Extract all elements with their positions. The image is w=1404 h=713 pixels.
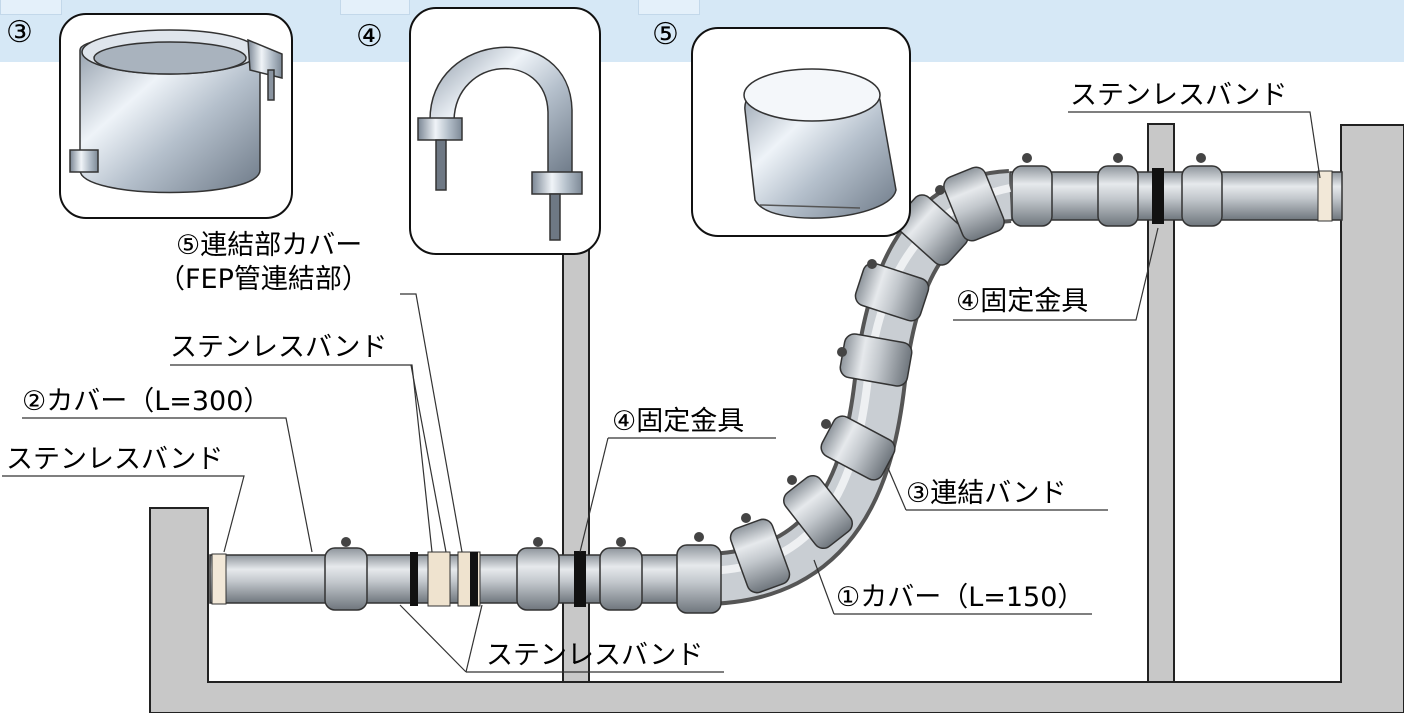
label-joint-cover: ⑤連結部カバー xyxy=(176,230,363,261)
label-band-left-upper: ステンレスバンド xyxy=(170,332,388,363)
joint-ring xyxy=(410,168,1164,607)
inset-number-5: ⑤ xyxy=(652,17,679,52)
stainless-band xyxy=(211,170,1333,607)
label-band-left: ステンレスバンド xyxy=(6,444,224,475)
joint-cover-illustration xyxy=(743,68,897,219)
clamp-bolt xyxy=(341,153,1206,547)
inset-number-4: ④ xyxy=(356,19,383,54)
header-tab xyxy=(638,0,700,15)
label-band-top-right: ステンレスバンド xyxy=(1070,80,1288,111)
inset-number-3: ③ xyxy=(6,15,33,50)
fixing-bracket-illustration xyxy=(417,46,583,241)
header-tab xyxy=(340,0,410,15)
leader-lines xyxy=(2,111,1321,673)
label-cover-300: ②カバー（L=300） xyxy=(22,386,271,417)
label-cover-150: ①カバー（L=150） xyxy=(836,582,1085,613)
header-tab xyxy=(0,0,62,15)
label-joint-cover-sub: （FEP管連結部） xyxy=(158,264,369,295)
label-joint-band: ③連結バンド xyxy=(906,478,1067,509)
label-fixing-lower: ④固定金具 xyxy=(612,406,745,437)
joint-band-illustration xyxy=(69,29,283,194)
curve-cover xyxy=(729,166,1005,594)
label-fixing-upper: ④固定金具 xyxy=(956,286,1089,317)
label-band-bottom: ステンレスバンド xyxy=(486,640,704,671)
pipe-cover xyxy=(324,165,1223,614)
